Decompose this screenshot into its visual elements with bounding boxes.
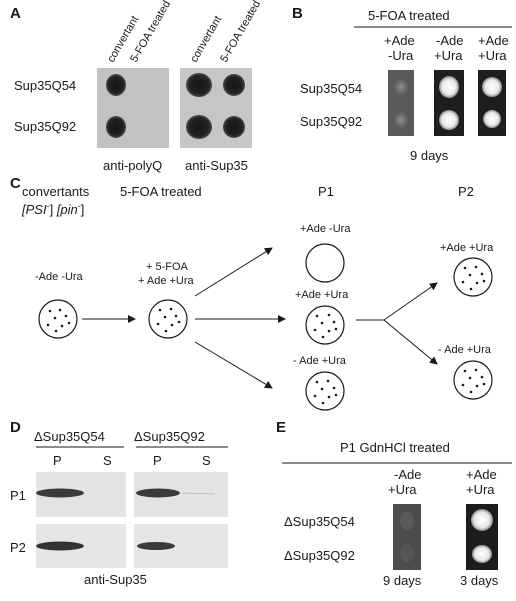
panel-e-row-q92: ΔSup35Q92: [284, 548, 355, 563]
panel-e-col1-line1: -Ade: [394, 467, 421, 482]
blot-spot: [223, 74, 245, 96]
psi-superscript: -: [47, 201, 50, 211]
blot-spot: [223, 116, 245, 138]
panel-b-col1-line1: +Ade: [384, 33, 415, 48]
panel-a-letter: A: [10, 5, 21, 22]
panel-d-row-p2: P2: [10, 540, 26, 555]
arrow-foa-to-p1-bottom: [194, 341, 273, 389]
lane-s-1: S: [103, 453, 112, 468]
stage-p2-label: P2: [458, 184, 474, 199]
stage-p1-label: P1: [318, 184, 334, 199]
lane-s-2: S: [202, 453, 211, 468]
panel-b-caption: 9 days: [410, 148, 449, 163]
panel-d-group-q92: ΔSup35Q92: [134, 429, 205, 444]
colony-spot: [471, 509, 493, 531]
panel-b-row-q54: Sup35Q54: [300, 81, 362, 96]
arrow-p1-to-p2-bottom: [383, 319, 438, 365]
plate-foa-label-line2: + Ade +Ura: [138, 275, 195, 287]
panel-c-title-line1: convertants: [22, 184, 90, 199]
plate-start: [38, 299, 78, 339]
p1-plate3-label: - Ade +Ura: [293, 355, 347, 367]
p2-plate-minus-ade: [453, 360, 493, 400]
panel-e-caption-9days: 9 days: [383, 573, 422, 588]
colony-spot: [394, 112, 408, 128]
panel-e-caption-3days: 3 days: [460, 573, 499, 588]
p1-plate2-label: +Ade +Ura: [295, 289, 349, 301]
colony-spot: [472, 545, 492, 563]
panel-d-group-q54: ΔSup35Q54: [34, 429, 105, 444]
blot-spot: [186, 115, 212, 139]
panel-b-plates: [388, 70, 506, 136]
panel-b-col1-line2: -Ura: [388, 48, 414, 63]
panel-a-caption-sup35: anti-Sup35: [185, 158, 248, 173]
colony-spot: [439, 76, 459, 98]
panel-d-caption: anti-Sup35: [84, 572, 147, 587]
panel-e-row-q54: ΔSup35Q54: [284, 514, 355, 529]
lane-p-2: P: [153, 453, 162, 468]
blot-band: [36, 488, 84, 498]
p1-plate-colonies: [305, 305, 345, 345]
pin-superscript: -: [78, 201, 81, 211]
plate-foa-label-line1: + 5-FOA: [146, 261, 189, 273]
panel-b-col2-line1: -Ade: [436, 33, 463, 48]
panel-e-col2-line1: +Ade: [466, 467, 497, 482]
panel-b-col3-line2: +Ura: [478, 48, 507, 63]
anti-sup35-blot: [180, 68, 252, 148]
plate-5foa: [148, 299, 188, 339]
panel-a-row-q92: Sup35Q92: [14, 119, 76, 134]
colony-spot: [439, 110, 459, 130]
p1-plate-minus-ade: [305, 371, 345, 411]
colony-spot: [483, 110, 501, 128]
stage-5foa-label: 5-FOA treated: [120, 184, 202, 199]
plate-start-label: -Ade -Ura: [35, 271, 84, 283]
panel-b-col2-line2: +Ura: [434, 48, 463, 63]
panel-e-col2-line2: +Ura: [466, 482, 495, 497]
blot-band: [36, 541, 84, 551]
panel-b-letter: B: [292, 5, 303, 22]
panel-a-row-q54: Sup35Q54: [14, 78, 76, 93]
arrow-foa-to-p1-top: [194, 247, 273, 297]
panel-d-letter: D: [10, 419, 21, 436]
western-blot-p1: [36, 472, 228, 517]
colony-spot: [400, 512, 414, 530]
arrow-p1-to-p2-top: [383, 282, 438, 321]
blot-band: [137, 542, 175, 550]
panel-e-header: P1 GdnHCl treated: [340, 440, 450, 455]
panel-b-col3-line1: +Ade: [478, 33, 509, 48]
blot-band: [136, 488, 180, 498]
panel-c-letter: C: [10, 175, 21, 192]
blot-spot: [106, 116, 126, 138]
pin-label: [pin: [56, 202, 78, 217]
blot-spot: [186, 73, 212, 97]
p2-plate-plus-ade: [453, 257, 493, 297]
panel-e-plates: [393, 504, 498, 570]
p2-plate2-label: - Ade +Ura: [438, 344, 492, 356]
p1-plate-empty: [305, 243, 345, 283]
colony-spot: [394, 79, 408, 95]
panel-a-caption-polyq: anti-polyQ: [103, 158, 162, 173]
panel-a-col-foa-left: 5-FOA treated: [128, 0, 173, 65]
colony-spot: [482, 77, 502, 97]
panel-b-row-q92: Sup35Q92: [300, 114, 362, 129]
panel-b-header: 5-FOA treated: [368, 8, 450, 23]
anti-polyq-blot: [97, 68, 169, 148]
blot-smear: [181, 492, 216, 495]
western-blot-p2: [36, 524, 228, 568]
lane-p-1: P: [53, 453, 62, 468]
p1-plate1-label: +Ade -Ura: [300, 223, 351, 235]
colony-spot: [400, 544, 414, 562]
panel-c-title-line2: [PSI-] [pin-]: [21, 201, 84, 217]
blot-spot: [106, 74, 126, 96]
psi-label: [PSI: [21, 202, 47, 217]
panel-a-col-foa-right: 5-FOA treated: [218, 0, 263, 65]
panel-d-row-p1: P1: [10, 488, 26, 503]
panel-e-col1-line2: +Ura: [388, 482, 417, 497]
p2-plate1-label: +Ade +Ura: [440, 242, 494, 254]
panel-e-letter: E: [276, 419, 286, 436]
